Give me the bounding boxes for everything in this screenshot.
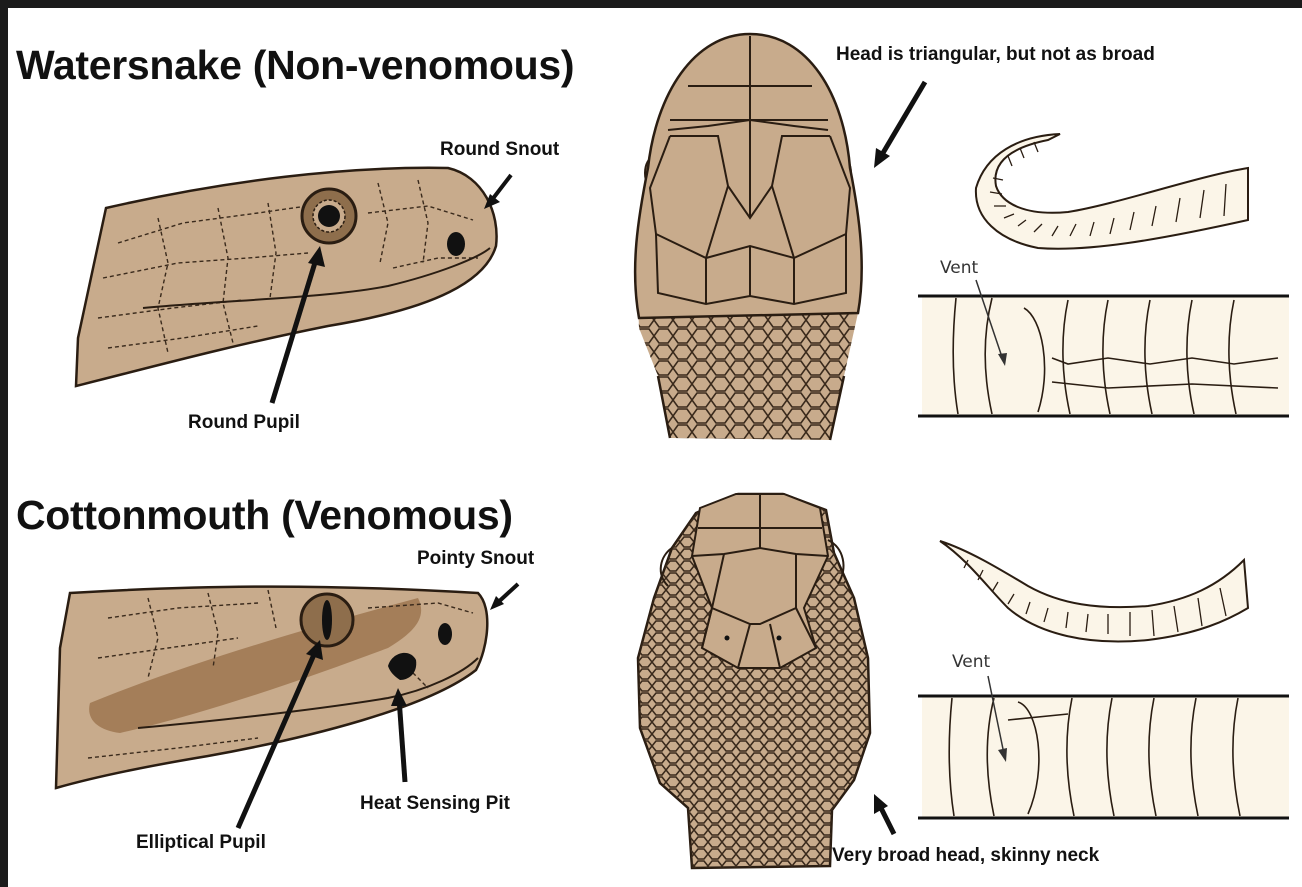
cottonmouth-tail [940, 541, 1248, 642]
cottonmouth-vent-section [918, 676, 1289, 818]
cottonmouth-title: Cottonmouth (Venomous) [16, 495, 513, 536]
broad-head-label: Very broad head, skinny neck [832, 846, 1099, 865]
watersnake-title: Watersnake (Non-venomous) [16, 45, 574, 86]
cottonmouth-top-head [628, 488, 878, 873]
cottonmouth-top-arrow [874, 794, 894, 834]
watersnake-vent-label: Vent [940, 260, 978, 277]
triangular-head-label: Head is triangular, but not as broad [836, 45, 1155, 64]
cottonmouth-vent-label: Vent [952, 654, 990, 671]
watersnake-top-head [608, 34, 888, 458]
elliptical-pupil-label: Elliptical Pupil [136, 833, 266, 852]
watersnake-vent-section [918, 280, 1289, 416]
cottonmouth-side-head [56, 587, 487, 788]
diagram-art [8, 8, 1302, 887]
watersnake-tail [976, 134, 1248, 249]
heat-sensing-pit-label: Heat Sensing Pit [360, 794, 510, 813]
pointy-snout-label: Pointy Snout [417, 549, 534, 568]
watersnake-top-arrow [874, 82, 925, 168]
round-pupil-label: Round Pupil [188, 413, 300, 432]
round-snout-label: Round Snout [440, 140, 559, 159]
diagram-canvas: Watersnake (Non-venomous) Cottonmouth (V… [8, 8, 1302, 887]
